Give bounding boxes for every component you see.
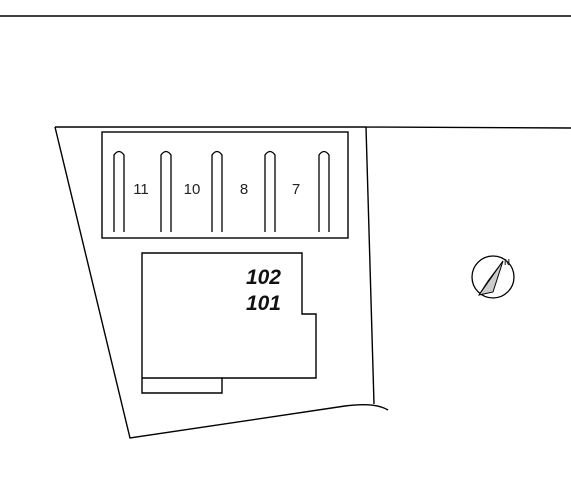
parking-space-number: 8 <box>240 181 248 198</box>
parking-divider <box>160 150 172 232</box>
parking-dividers <box>113 150 330 232</box>
compass-north-label: N <box>504 258 510 267</box>
parking-space-number: 11 <box>133 181 149 198</box>
unit-number-label: 101 <box>246 292 281 315</box>
building-footprint <box>141 252 317 394</box>
unit-number-label: 102 <box>246 266 281 289</box>
parking-divider <box>211 150 223 232</box>
north-arrow-icon: N <box>471 255 515 299</box>
parking-divider <box>264 150 276 232</box>
parking-space-number: 10 <box>184 181 201 198</box>
parking-area <box>101 131 349 239</box>
parking-space-number: 7 <box>292 181 300 198</box>
lot-boundary <box>54 126 571 439</box>
parking-divider <box>113 150 125 232</box>
parking-divider <box>318 150 330 232</box>
